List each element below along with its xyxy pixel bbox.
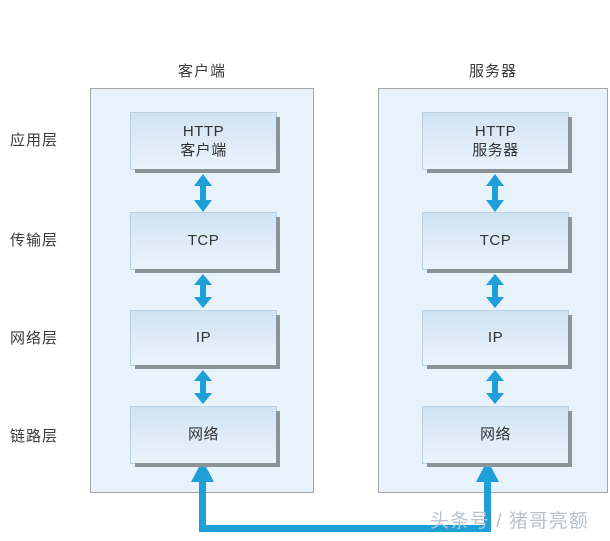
client-arrow-tcp-ip — [194, 274, 212, 308]
server-arrow-http-tcp — [486, 174, 504, 212]
server-box-network-line1: 网络 — [479, 426, 511, 444]
client-arrow-http-tcp — [194, 174, 212, 212]
client-column-title: 客户端 — [177, 63, 226, 80]
watermark-text: 头条号 / 猪哥亮额 — [430, 511, 589, 532]
client-box-ip-line1: IP — [195, 329, 212, 347]
layer-label-application: 应用层 — [10, 132, 59, 149]
client-arrow-ip-network — [194, 370, 212, 404]
client-box-http[interactable]: HTTP 客户端 — [130, 112, 280, 173]
server-box-tcp[interactable]: TCP — [422, 212, 572, 273]
server-box-http-line1: HTTP — [474, 122, 517, 140]
server-box-tcp-line1: TCP — [479, 232, 512, 250]
client-box-http-line1: HTTP — [182, 122, 225, 140]
server-arrow-tcp-ip — [486, 274, 504, 308]
server-box-http[interactable]: HTTP 服务器 — [422, 112, 572, 173]
server-arrow-ip-network — [486, 370, 504, 404]
server-box-ip-line1: IP — [487, 329, 504, 347]
client-box-network-line1: 网络 — [187, 426, 219, 444]
client-box-network[interactable]: 网络 — [130, 406, 280, 467]
server-box-ip[interactable]: IP — [422, 310, 572, 369]
layer-label-network: 网络层 — [10, 330, 59, 347]
client-box-tcp[interactable]: TCP — [130, 212, 280, 273]
server-box-network[interactable]: 网络 — [422, 406, 572, 467]
client-box-ip[interactable]: IP — [130, 310, 280, 369]
server-box-http-line2: 服务器 — [472, 142, 519, 159]
client-box-tcp-line1: TCP — [187, 232, 220, 250]
layer-label-link: 链路层 — [10, 428, 59, 445]
network-link-connector — [191, 460, 499, 532]
server-column-title: 服务器 — [468, 63, 517, 80]
layer-label-transport: 传输层 — [10, 232, 59, 249]
client-box-http-line2: 客户端 — [180, 142, 227, 159]
